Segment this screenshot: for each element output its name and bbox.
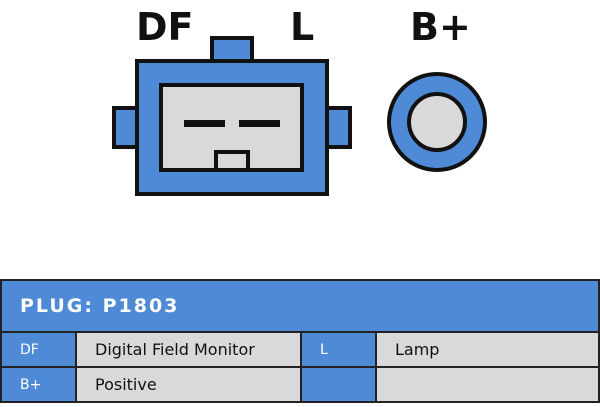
table-row: DF Digital Field Monitor L Lamp [0,331,600,368]
desc-cell: Lamp [375,331,600,368]
bplus-terminal-inner [407,92,467,152]
desc-cell: Digital Field Monitor [75,331,302,368]
pin-slot-l [239,120,280,127]
desc-cell [375,366,600,403]
right-tab [324,106,352,149]
plug-table: PLUG: P1803 DF Digital Field Monitor L L… [0,279,600,403]
pin-cell: DF [0,331,77,368]
pin-label-df: DF [136,5,194,49]
connector-diagram [112,36,487,196]
pin-label-l: L [290,5,315,49]
pin-slot-df [184,120,225,127]
left-tab [112,106,140,149]
pin-label-bplus: B+ [410,5,471,49]
table-row: B+ Positive [0,366,600,403]
desc-cell: Positive [75,366,302,403]
connector-notch [214,150,250,172]
pin-cell: B+ [0,366,77,403]
plug-title: PLUG: P1803 [0,279,600,333]
pin-cell: L [300,331,377,368]
pin-cell [300,366,377,403]
top-tab [210,36,254,64]
